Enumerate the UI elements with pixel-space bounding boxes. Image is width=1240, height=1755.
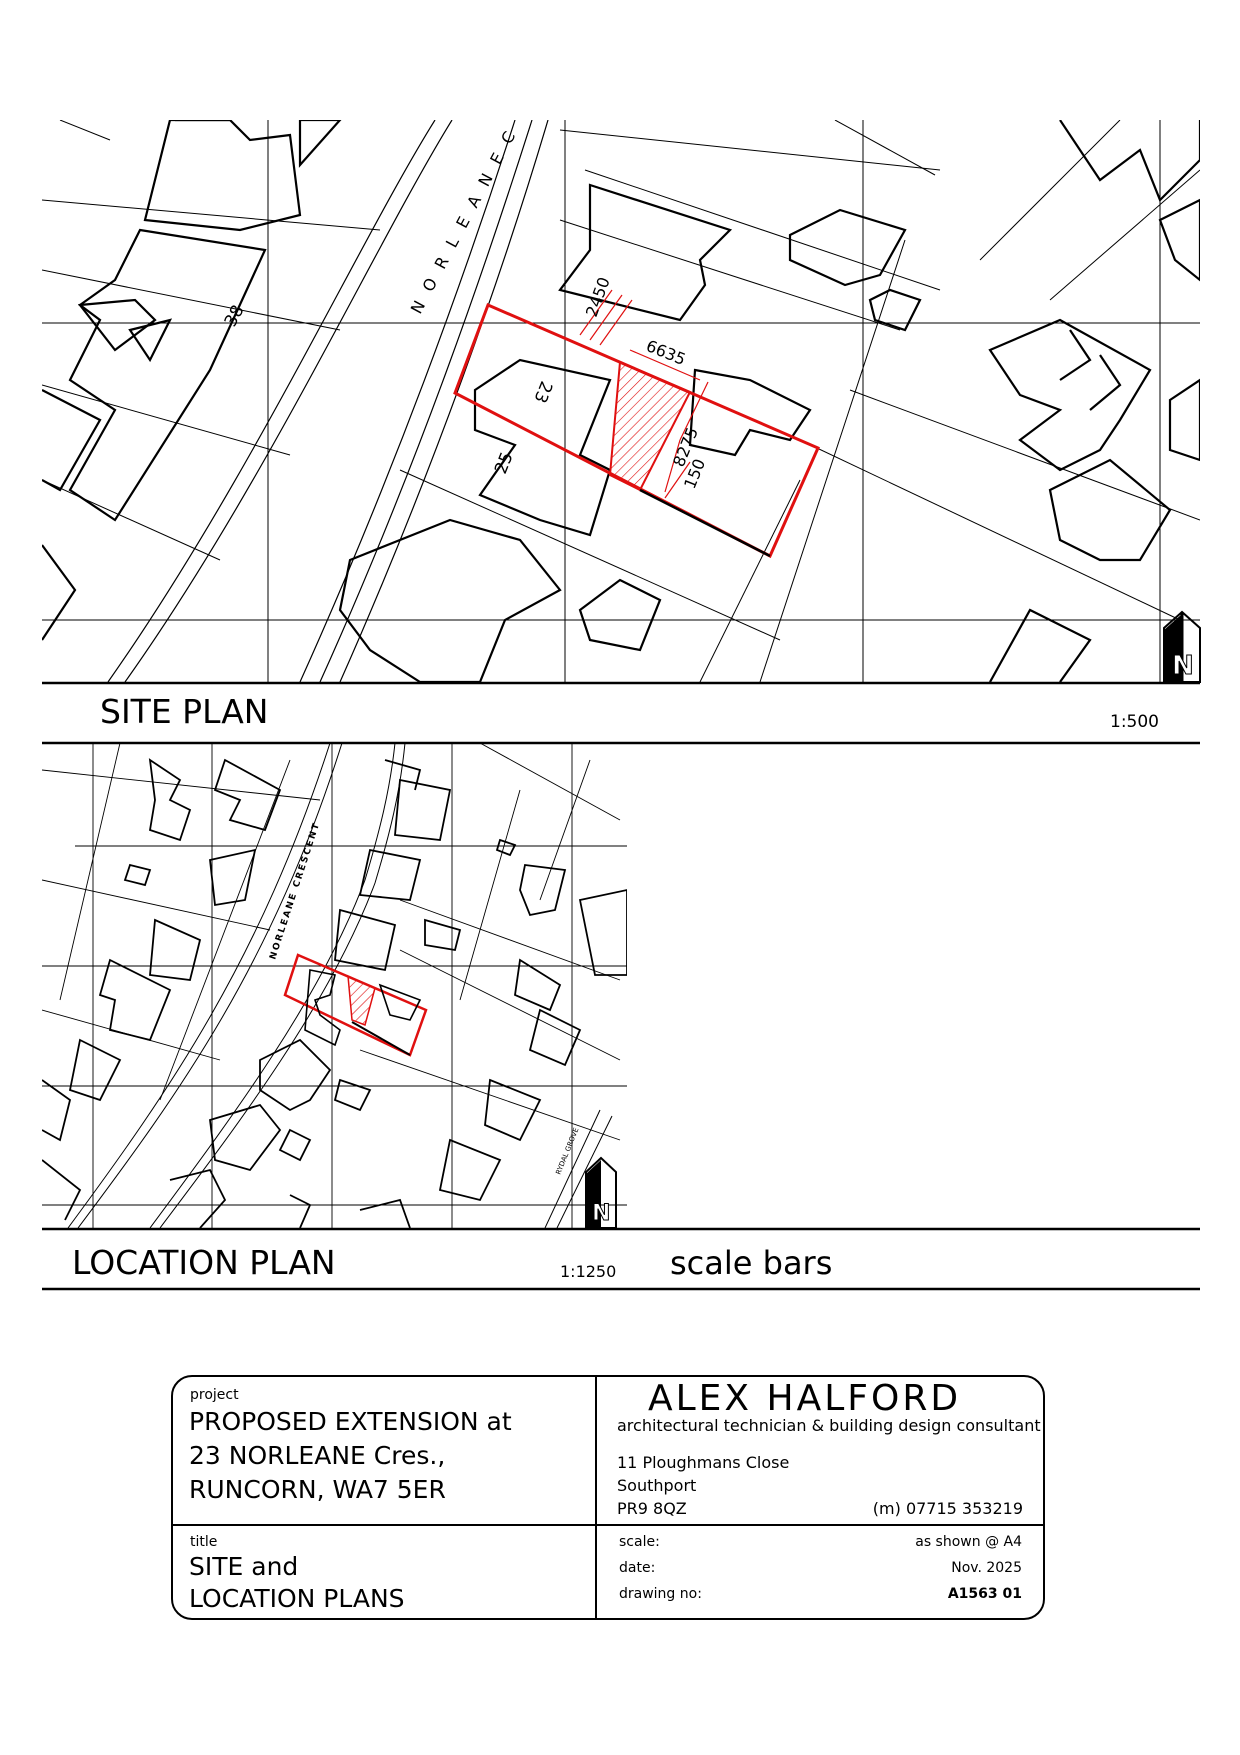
location-side-street-label: RYDAL GROVE [554,1127,580,1176]
site-north-label: N [1172,651,1194,681]
house-number-23: 23 [529,378,556,406]
site-buildings [42,120,1200,682]
site-red-boundary: 2450 6635 8275 150 [453,275,820,559]
house-number-38: 38 [221,302,249,330]
location-north-label: N [592,1201,610,1226]
date-value: Nov. 2025 [951,1560,1022,1576]
company-name: ALEX HALFORD [648,1378,962,1419]
date-label: date: [619,1560,656,1576]
location-plan-map: NORLEANE CRESCENT RYDAL GROVE [42,742,627,1228]
dimension-6635: 6635 [644,336,689,369]
site-north-arrow-icon: N [1163,610,1201,683]
site-plan-title: SITE PLAN [100,692,269,731]
title-label: title [190,1534,218,1550]
scale-bars-label: scale bars [670,1244,833,1282]
address-line-3: PR9 8QZ [617,1499,687,1518]
site-plot-lines [42,120,1200,682]
project-label: project [190,1387,239,1403]
title-line-2: LOCATION PLANS [189,1584,405,1613]
title-line-1: SITE and [189,1552,299,1581]
project-line-3: RUNCORN, WA7 5ER [189,1475,446,1504]
title-block-frame [171,1375,1045,1620]
site-grid [42,120,1200,682]
site-plan-scale: 1:500 [1110,712,1159,732]
scale-label: scale: [619,1534,660,1550]
project-line-1: PROPOSED EXTENSION at [189,1407,512,1436]
drawing-no-value: A1563 01 [947,1586,1022,1602]
location-road [67,742,613,1228]
company-tagline: architectural technician & building desi… [617,1416,1041,1435]
location-plan-scale: 1:1250 [560,1262,617,1281]
project-line-2: 23 NORLEANE Cres., [189,1441,446,1470]
address-line-1: 11 Ploughmans Close [617,1453,790,1472]
location-plan-title: LOCATION PLAN [72,1243,336,1282]
location-grid [42,743,627,1228]
phone-number: (m) 07715 353219 [872,1499,1023,1518]
location-street-label: NORLEANE CRESCENT [268,821,322,961]
location-red-boundary [283,953,428,1057]
site-road [107,120,549,682]
location-buildings [42,758,627,1228]
scale-value: as shown @ A4 [915,1534,1022,1550]
location-north-arrow-icon: N [585,1156,617,1229]
drawing-no-label: drawing no: [619,1586,702,1602]
address-line-2: Southport [617,1476,697,1495]
location-plot-lines [42,742,621,1141]
site-street-label: N O R L E A N E C [407,125,521,317]
